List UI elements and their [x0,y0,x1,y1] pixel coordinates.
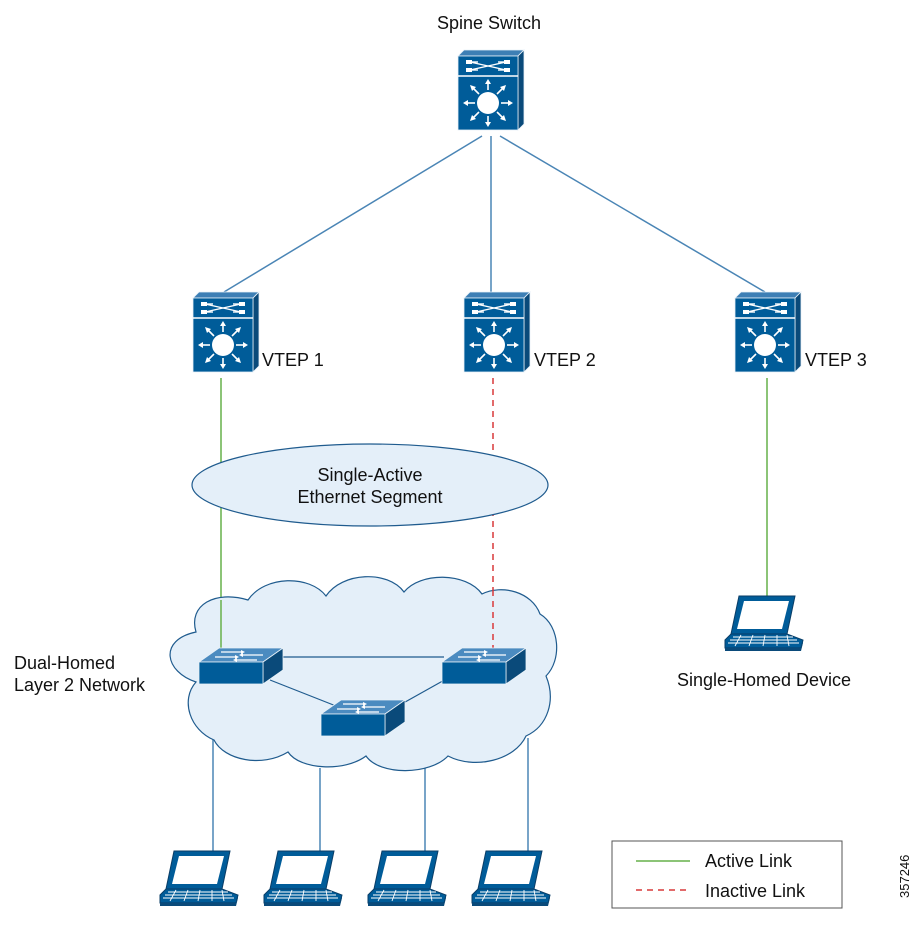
host-links [212,738,529,852]
vtep2-switch-icon [463,291,531,373]
l2-switch-right-icon [441,647,527,685]
vtep3-label: VTEP 3 [805,350,867,370]
vtep2-label: VTEP 2 [534,350,596,370]
l2-switch-bottom-icon [320,699,406,737]
layer2-cloud [169,576,558,772]
host-laptop-4-icon [471,850,551,907]
legend-active-label: Active Link [705,851,793,871]
figure-id: 357246 [897,855,912,898]
legend-inactive-label: Inactive Link [705,881,806,901]
ethernet-segment-ellipse [191,443,549,527]
spine-label: Spine Switch [437,13,541,33]
l2-switch-left-icon [198,647,284,685]
l2-network-label-line2: Layer 2 Network [14,675,146,695]
spine-vtep3-link [499,135,766,293]
l2-switch-links [269,656,449,707]
vtep1-switch-icon [192,291,260,373]
segment-label-line1: Single-Active [317,465,422,485]
host-laptop-1-icon [159,850,239,907]
legend-box [611,840,843,909]
legend: Active Link Inactive Link [611,840,843,909]
vtep1-label: VTEP 1 [262,350,324,370]
l2-network-label-line1: Dual-Homed [14,653,115,673]
spine-uplinks [223,135,766,293]
vtep3-switch-icon [734,291,802,373]
spine-vtep1-link [223,135,483,293]
host-laptop-3-icon [367,850,447,907]
host-laptop-2-icon [263,850,343,907]
spine-switch-icon [457,49,525,131]
single-homed-laptop-icon [724,595,804,652]
single-homed-label: Single-Homed Device [677,670,851,690]
segment-label-line2: Ethernet Segment [297,487,442,507]
